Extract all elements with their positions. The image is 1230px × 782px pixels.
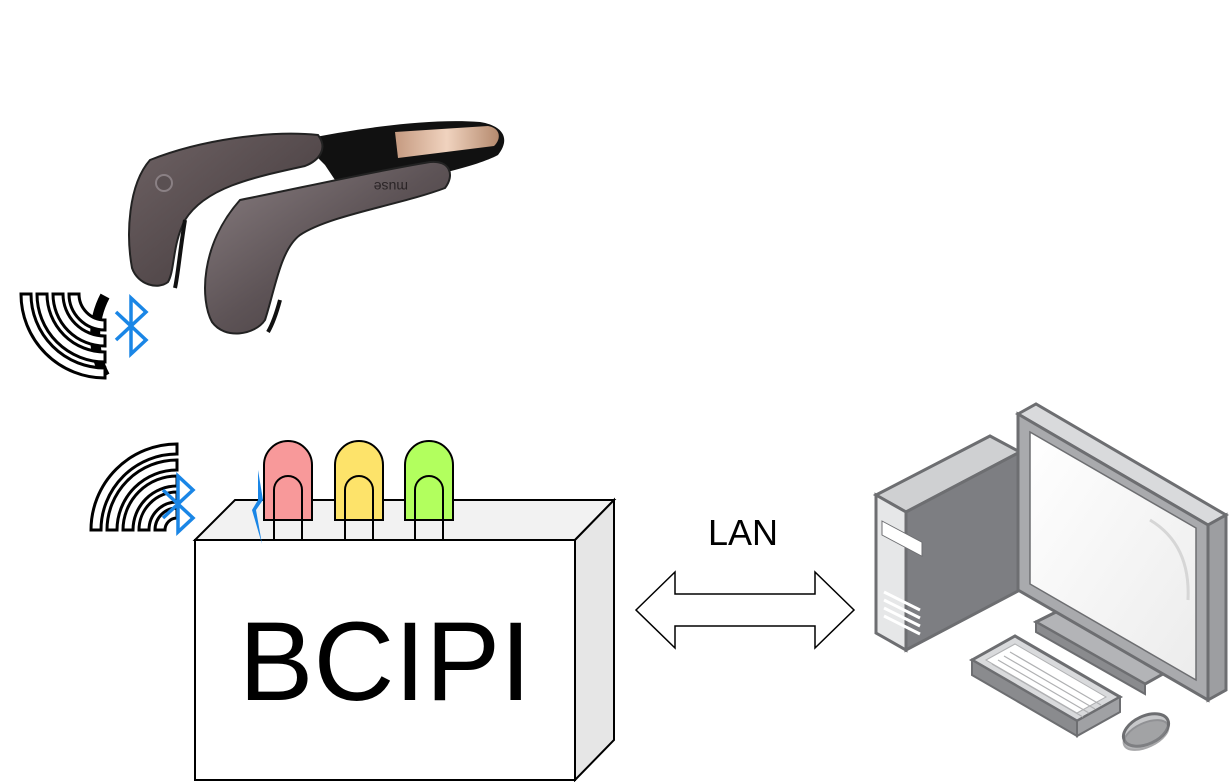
led-icon	[334, 440, 384, 540]
bcipi-box: BCIPI	[192, 497, 617, 782]
lan-label: LAN	[708, 512, 778, 553]
bluetooth-spark-icon	[252, 470, 263, 544]
desktop-computer-icon	[872, 402, 1230, 751]
led-icon	[404, 440, 454, 540]
led-icon	[263, 440, 313, 540]
box-label: BCIPI	[239, 599, 532, 724]
wireless-signal-icon	[19, 292, 107, 380]
bluetooth-icon	[114, 293, 149, 359]
headband-brand-text: muse	[374, 179, 408, 195]
eeg-headband-icon: muse	[128, 121, 505, 335]
bluetooth-icon	[161, 471, 196, 537]
lan-double-arrow	[634, 570, 856, 650]
